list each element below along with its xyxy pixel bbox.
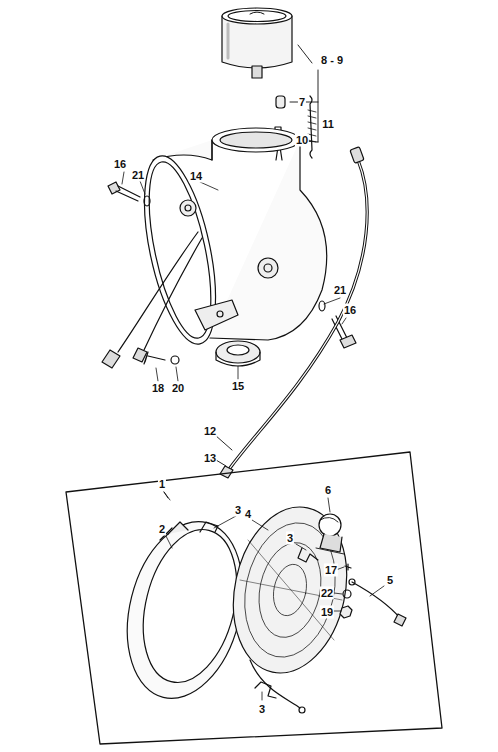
speedometer	[222, 8, 292, 78]
clips	[200, 522, 318, 698]
callout-number: 11	[321, 118, 335, 131]
callout-number: 7	[298, 96, 306, 109]
callout-number: 3	[234, 504, 242, 517]
callout-number: 8 - 9	[320, 54, 344, 67]
speedometer-cable	[215, 147, 367, 478]
callout-number: 16	[343, 304, 357, 317]
callout-number: 1	[158, 478, 166, 491]
callout-number: 17	[324, 564, 338, 577]
callout-number: 4	[244, 508, 252, 521]
callout-number: 14	[189, 170, 203, 183]
callout-number: 10	[295, 134, 309, 147]
callout-number: 21	[333, 284, 347, 297]
callout-number: 13	[203, 452, 217, 465]
bolts	[108, 182, 356, 364]
headlight-lens	[219, 496, 362, 713]
callout-number: 18	[151, 382, 165, 395]
callout-number: 16	[113, 158, 127, 171]
callout-number: 15	[231, 380, 245, 393]
wiring	[340, 564, 406, 626]
callout-number: 5	[386, 574, 394, 587]
callout-number: 12	[203, 425, 217, 438]
callout-number: 3	[258, 703, 266, 716]
headlight-bulb	[316, 514, 344, 554]
grommet	[216, 341, 260, 366]
assembly-frame	[66, 452, 442, 744]
callout-number: 21	[131, 169, 145, 182]
callout-number: 6	[324, 484, 332, 497]
headlight-case	[102, 128, 327, 368]
callout-number: 2	[158, 523, 166, 536]
callout-number: 19	[320, 606, 334, 619]
callout-number: 20	[171, 382, 185, 395]
callout-number: 3	[286, 532, 294, 545]
callout-number: 22	[320, 587, 334, 600]
